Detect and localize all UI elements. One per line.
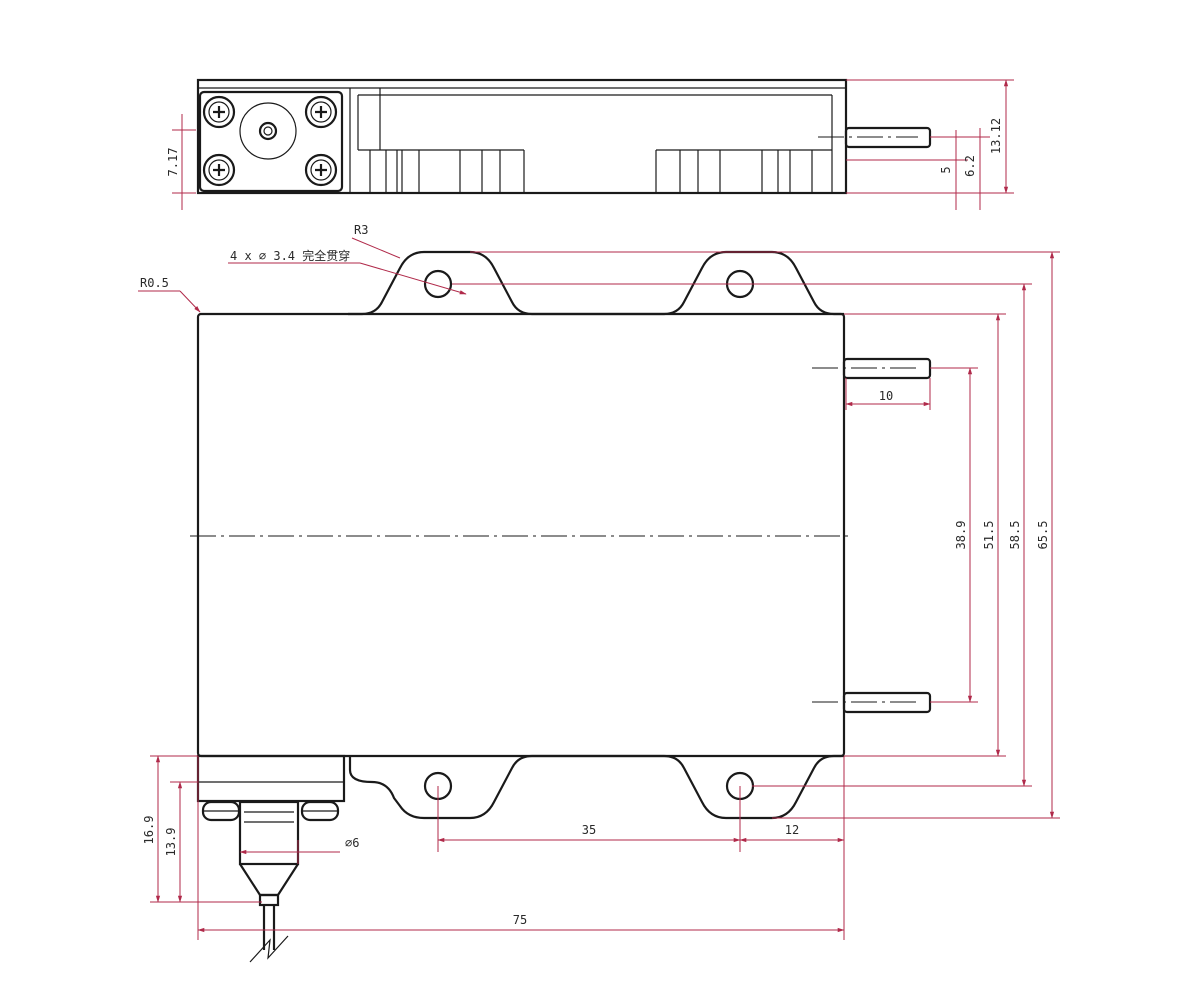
dimension-labels: 7.17 13.12 5 6.2 R3 4 x ∅ 3.4 完全贯穿 R0.5 … xyxy=(140,118,1050,927)
dim-top-height-left: 7.17 xyxy=(166,148,180,177)
dim-pin-length: 10 xyxy=(879,389,893,403)
dim-connector-height-inner: 13.9 xyxy=(164,828,178,857)
callouts xyxy=(138,237,467,313)
front-right-dimensions xyxy=(452,251,1060,819)
screw-icon xyxy=(202,153,236,187)
pin-lower xyxy=(842,691,932,714)
dim-body-height: 51.5 xyxy=(982,521,996,550)
fiber-connector xyxy=(238,800,300,963)
dim-overall-height: 65.5 xyxy=(1036,521,1050,550)
fiber-port-icon xyxy=(239,102,297,160)
dim-hole-spacing-vertical: 58.5 xyxy=(1008,521,1022,550)
screw-icon xyxy=(202,95,236,129)
callout-tab-radius: R3 xyxy=(354,223,368,237)
screw-icon xyxy=(304,153,338,187)
dim-body-width: 75 xyxy=(513,913,527,927)
dim-top-pin-offset-a: 5 xyxy=(939,166,953,173)
connector-plate xyxy=(198,90,344,193)
pin-upper xyxy=(842,357,932,380)
callout-body-radius: R0.5 xyxy=(140,276,169,290)
top-view-pin xyxy=(844,126,932,149)
connector-base xyxy=(196,754,346,803)
dim-top-height-right: 13.12 xyxy=(989,118,1003,154)
callout-holes-note: 4 x ∅ 3.4 完全贯穿 xyxy=(230,248,350,263)
top-flange xyxy=(348,250,844,316)
screw-icon xyxy=(201,800,241,822)
dim-pin-spacing: 38.9 xyxy=(954,521,968,550)
dim-connector-height-outer: 16.9 xyxy=(142,816,156,845)
dim-hole-spacing-horizontal: 35 xyxy=(582,823,596,837)
dim-fiber-diameter: ∅6 xyxy=(345,836,359,850)
top-view-fins xyxy=(358,149,832,193)
bottom-flange xyxy=(348,754,844,820)
dim-top-pin-offset-b: 6.2 xyxy=(963,155,977,177)
mounting-hole-icon xyxy=(423,269,453,299)
dim-hole-edge-offset: 12 xyxy=(785,823,799,837)
screw-icon xyxy=(300,800,340,822)
front-view xyxy=(138,237,1060,963)
top-view-dimensions xyxy=(172,79,1014,210)
front-bottom-dimensions xyxy=(150,755,845,940)
main-body xyxy=(196,312,846,758)
screw-icon xyxy=(304,95,338,129)
top-view xyxy=(172,78,1014,210)
